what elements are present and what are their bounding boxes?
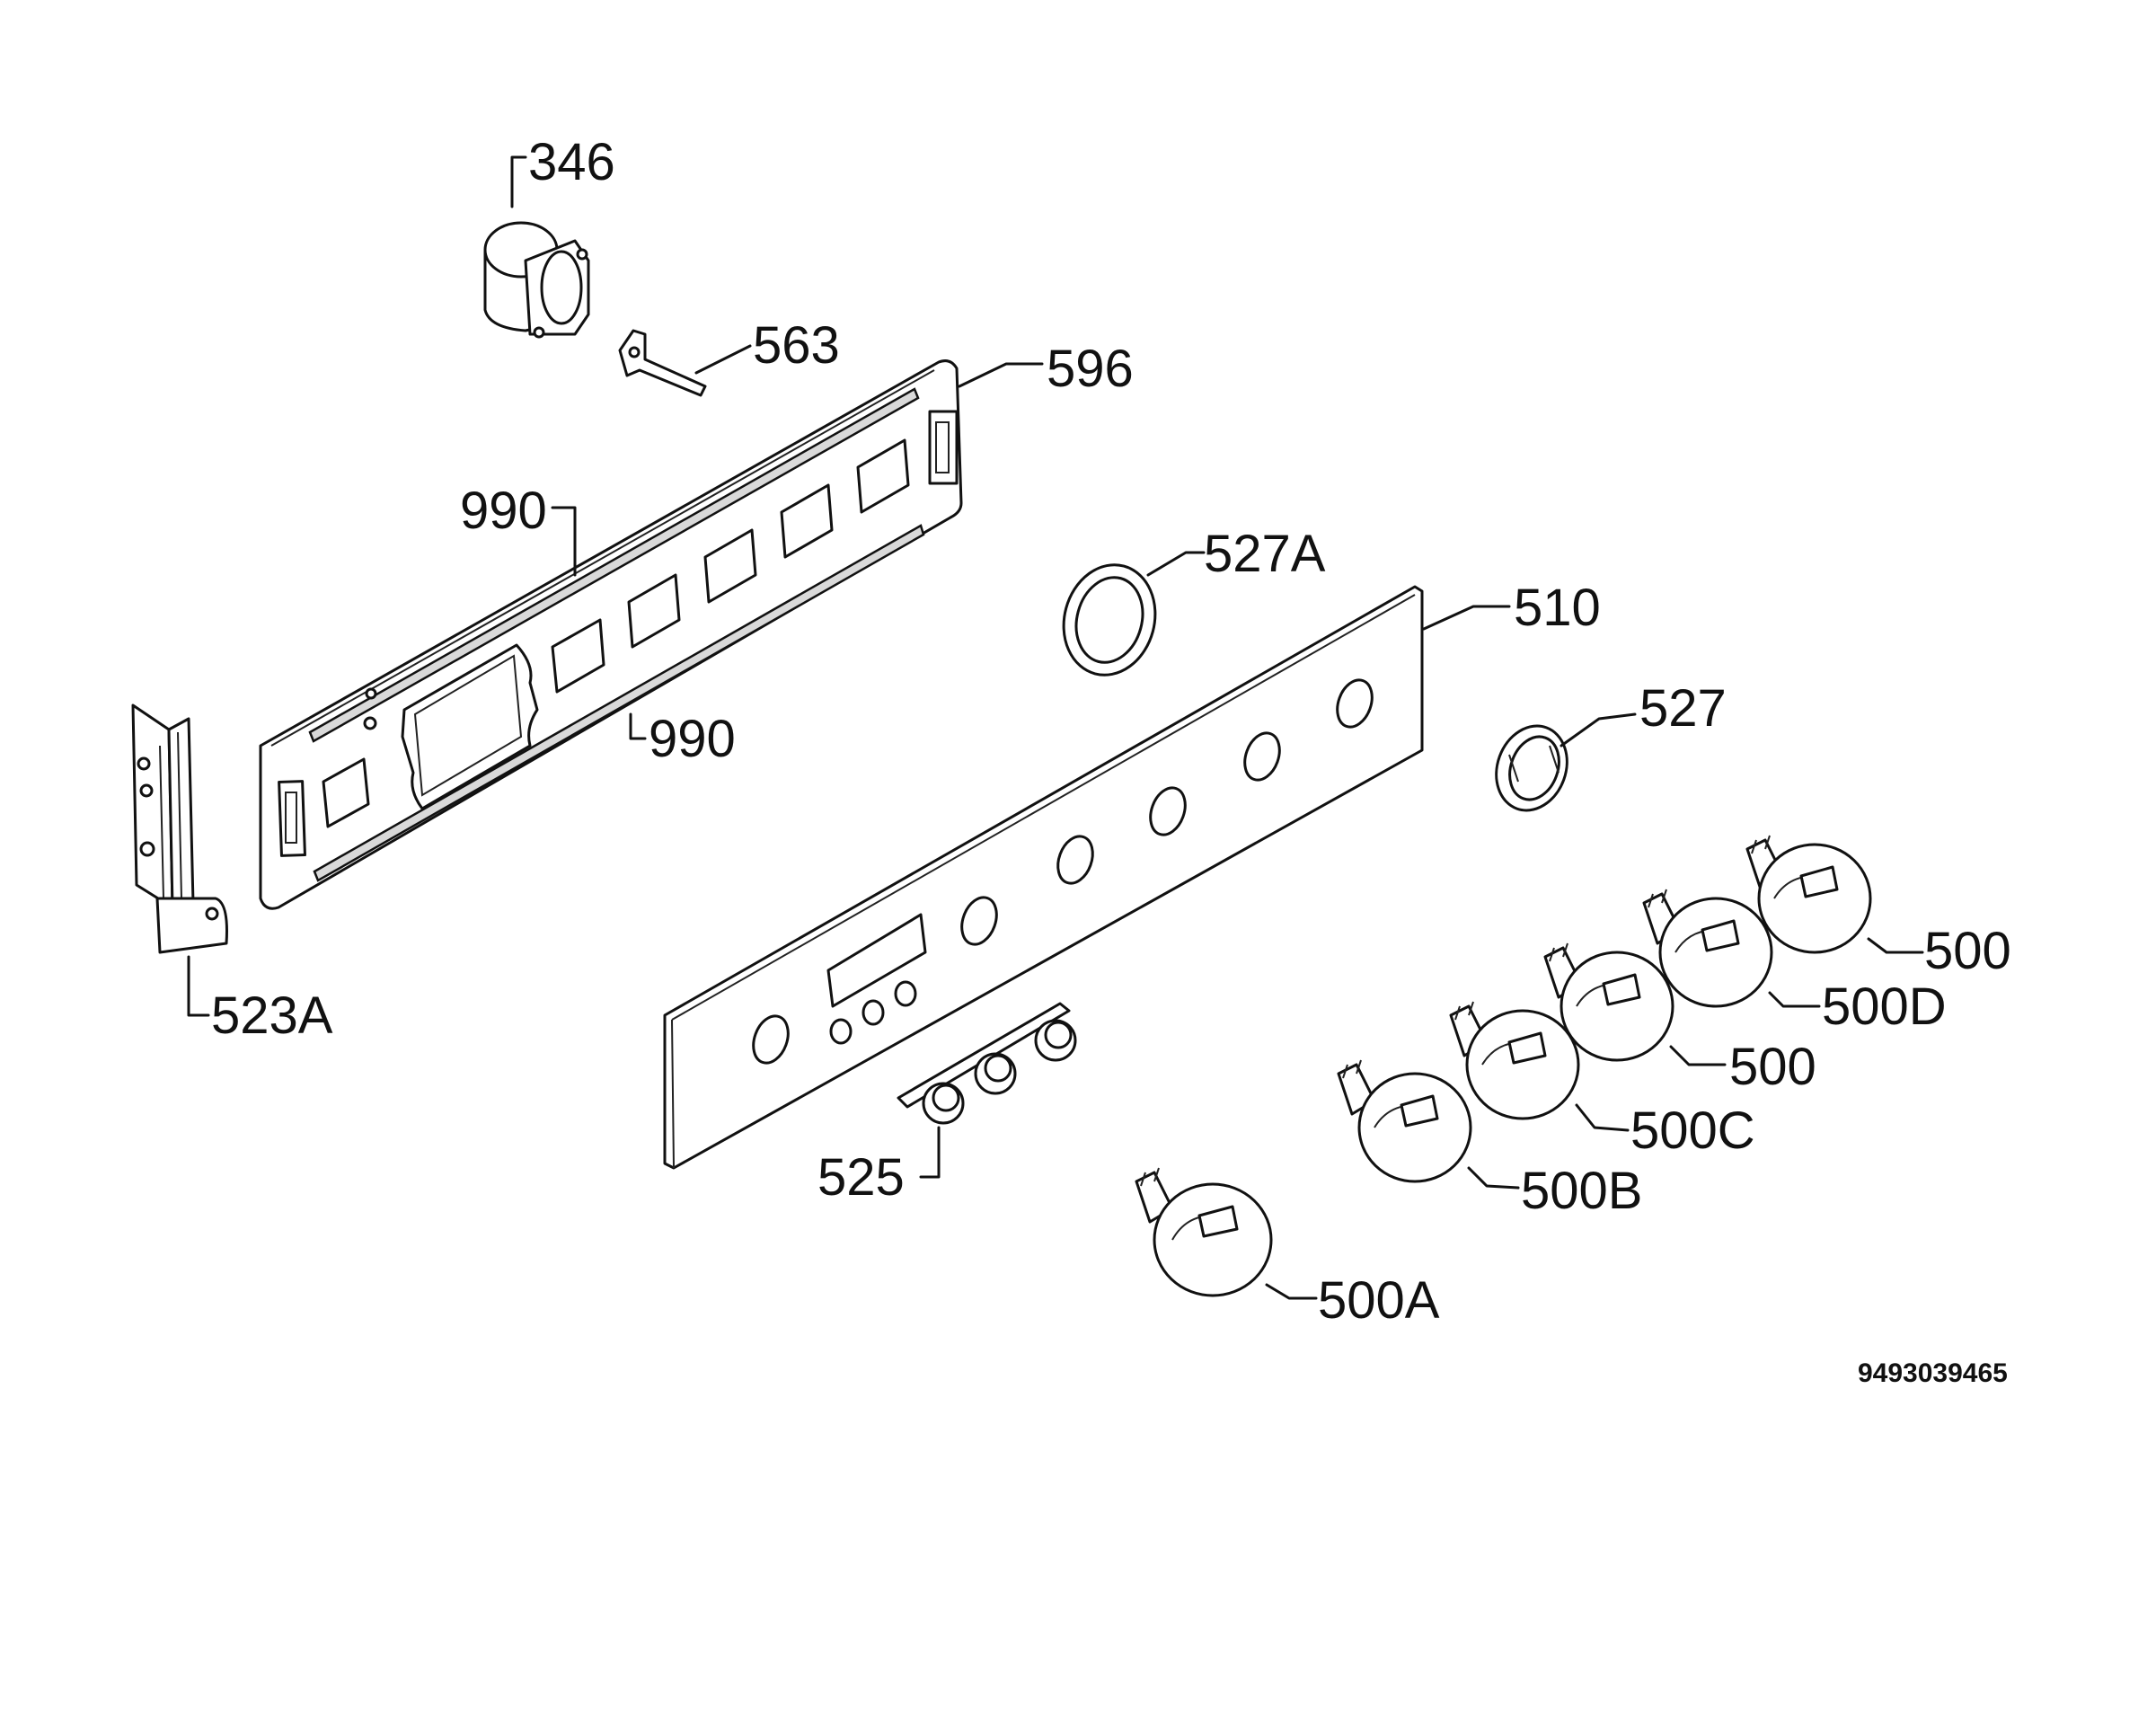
part-346-cylinder — [483, 221, 590, 339]
label-500-middle: 500 — [1729, 1038, 1816, 1096]
label-500A: 500A — [1318, 1271, 1440, 1330]
knob-500B — [1337, 1059, 1472, 1183]
label-527: 527 — [1639, 679, 1727, 738]
label-346: 346 — [528, 133, 615, 191]
knob-500A — [1135, 1167, 1273, 1297]
diagram-code: 9493039465 — [1858, 1358, 2008, 1388]
knob-500-middle — [1543, 942, 1674, 1062]
label-523A: 523A — [211, 986, 333, 1045]
label-510: 510 — [1514, 579, 1601, 637]
label-500-top: 500 — [1924, 922, 2011, 980]
label-990-top: 990 — [460, 482, 547, 540]
part-labels: 346 563 596 990 990 527A 510 527 523A 52… — [211, 133, 2011, 1388]
part-510-front-panel — [663, 585, 1424, 1170]
knob-500-top — [1745, 835, 1872, 954]
part-596-rear-panel — [259, 359, 963, 910]
leader-lines — [187, 155, 1924, 1300]
label-500C: 500C — [1630, 1101, 1755, 1160]
part-523A-side-bracket — [131, 703, 228, 954]
label-500B: 500B — [1521, 1162, 1642, 1220]
knob-500C — [1449, 1001, 1580, 1120]
part-527A-ring — [1062, 563, 1157, 677]
label-990-bottom: 990 — [649, 710, 736, 768]
part-563-bracket — [618, 329, 707, 397]
knob-500D — [1642, 889, 1773, 1008]
part-525-push-buttons — [897, 1002, 1077, 1125]
label-500D: 500D — [1822, 978, 1947, 1036]
part-527-retaining-ring — [1495, 724, 1568, 812]
label-596: 596 — [1047, 340, 1134, 398]
label-525: 525 — [817, 1148, 905, 1207]
label-527A: 527A — [1204, 525, 1326, 583]
label-563: 563 — [753, 316, 840, 375]
